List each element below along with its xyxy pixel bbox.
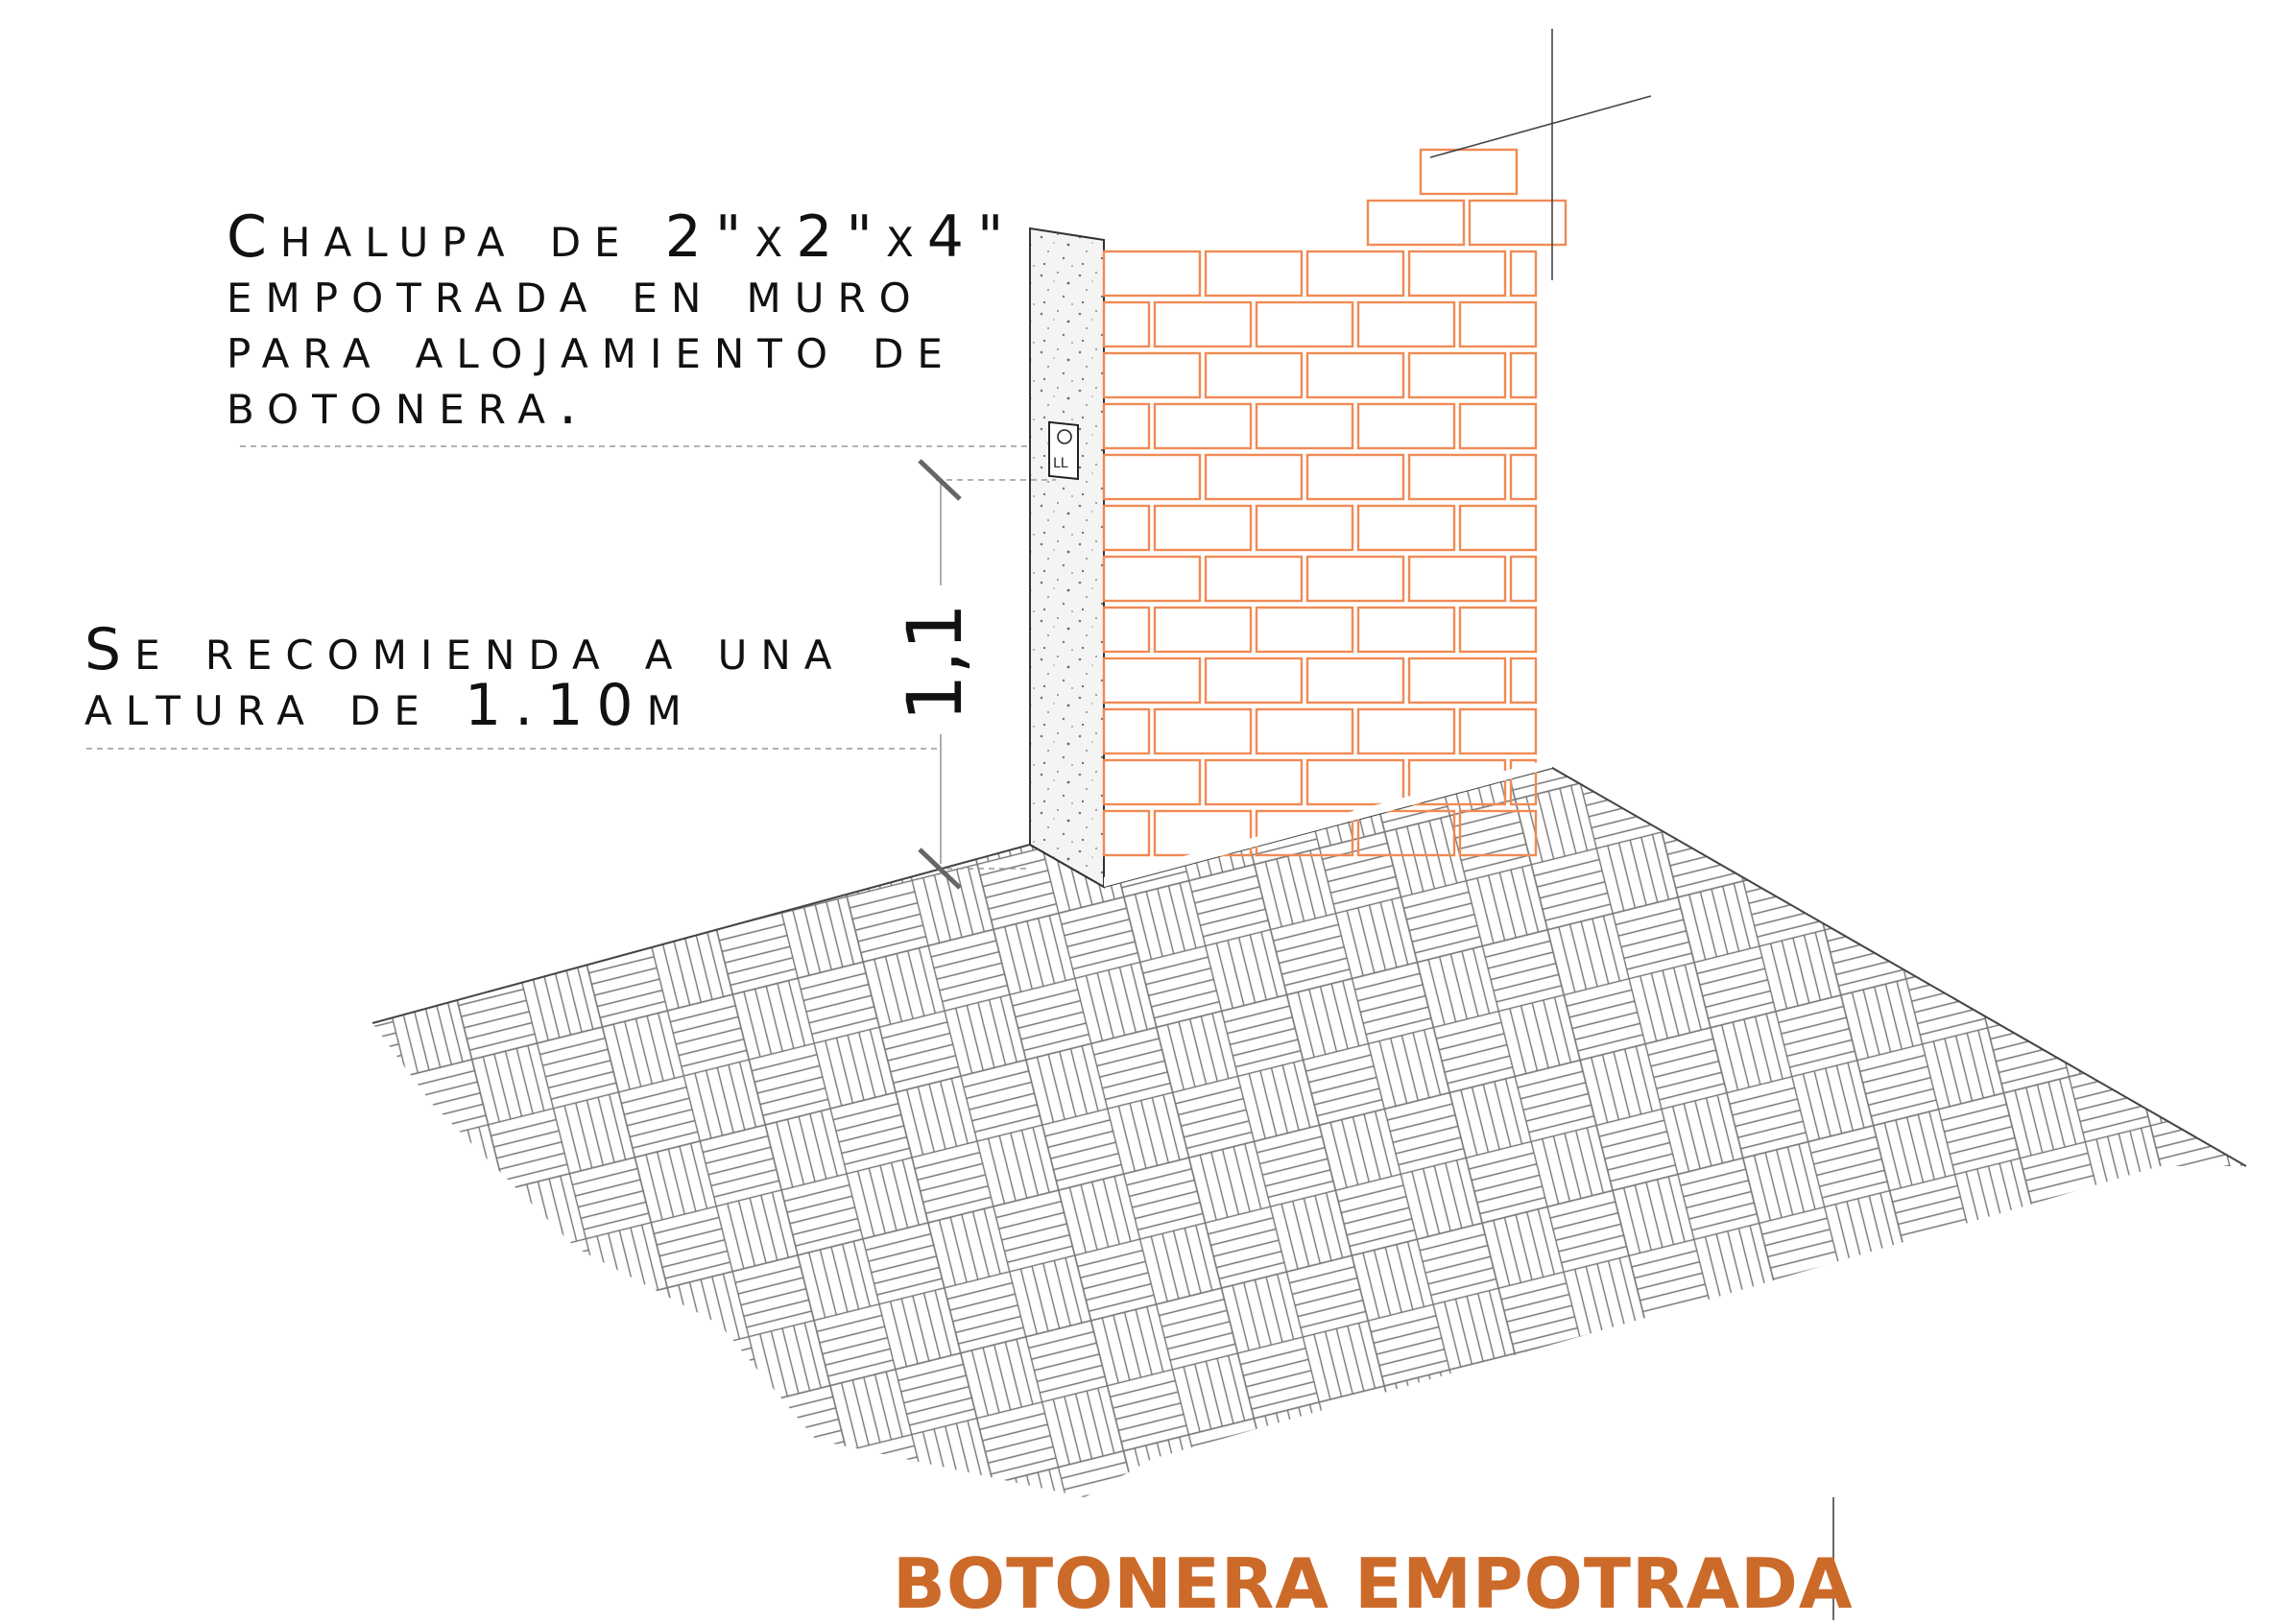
brick	[1305, 250, 1405, 298]
brick	[1305, 351, 1405, 399]
dimension-label: 1,1	[893, 602, 979, 723]
brick	[1102, 402, 1151, 450]
brick	[1407, 758, 1507, 806]
brick	[1356, 707, 1456, 755]
height-dimension	[86, 445, 1056, 890]
switch-plate: LL	[1048, 420, 1079, 481]
brick	[1153, 606, 1253, 654]
brick	[1509, 555, 1538, 603]
brick	[1102, 504, 1151, 552]
brick	[1102, 351, 1202, 399]
brick	[1509, 453, 1538, 501]
brick	[1153, 504, 1253, 552]
concrete-column	[1029, 227, 1105, 889]
brick	[1458, 504, 1538, 552]
brick	[1356, 402, 1456, 450]
brick	[1356, 809, 1456, 857]
brick	[1419, 148, 1519, 196]
brick	[1509, 351, 1538, 399]
note-recommended-height: Se recomienda a una altura de 1.10m	[84, 616, 846, 739]
brick	[1204, 758, 1304, 806]
brick	[1407, 250, 1507, 298]
brick	[1255, 606, 1354, 654]
note-line: para alojamiento de	[227, 315, 956, 382]
brick	[1102, 300, 1151, 348]
parquet-floor	[371, 766, 2247, 1497]
brick	[1204, 250, 1304, 298]
brick	[1305, 758, 1405, 806]
brick	[1305, 453, 1405, 501]
brick	[1204, 453, 1304, 501]
brick	[1509, 758, 1538, 806]
brick	[1153, 300, 1253, 348]
brick	[1102, 453, 1202, 501]
brick	[1509, 657, 1538, 705]
brick	[1356, 300, 1456, 348]
note-line: empotrada en muro	[227, 259, 924, 326]
note-line: Se recomienda a una	[84, 616, 846, 683]
brick	[1153, 707, 1253, 755]
brick	[1204, 351, 1304, 399]
brick	[1509, 250, 1538, 298]
brick	[1102, 250, 1202, 298]
note-box-specification: Chalupa de 2"x2"x4" empotrada en muro pa…	[227, 203, 1017, 438]
brick	[1458, 402, 1538, 450]
brick	[1102, 758, 1202, 806]
brick	[1255, 402, 1354, 450]
brick	[1153, 402, 1253, 450]
drawing-title: BOTONERA EMPOTRADA	[893, 1543, 1854, 1624]
wall-base	[1104, 758, 1552, 887]
brick	[1255, 707, 1354, 755]
brick	[1102, 606, 1151, 654]
brick	[1458, 809, 1538, 857]
brick	[1407, 555, 1507, 603]
brick	[1255, 809, 1354, 857]
brick	[1255, 504, 1354, 552]
brick	[1255, 300, 1354, 348]
brick	[1305, 555, 1405, 603]
brick	[1356, 606, 1456, 654]
brick	[1102, 555, 1202, 603]
construction-lines	[1429, 29, 1834, 1620]
note-line: Chalupa de 2"x2"x4"	[227, 203, 1017, 271]
switch-plate-label: LL	[1053, 456, 1068, 471]
brick	[1366, 199, 1466, 247]
brick	[1102, 809, 1151, 857]
brick	[1407, 351, 1507, 399]
brick	[1458, 300, 1538, 348]
brick	[1356, 504, 1456, 552]
note-line: botonera.	[227, 370, 591, 438]
brick	[1102, 657, 1202, 705]
brick	[1102, 707, 1151, 755]
brick	[1407, 453, 1507, 501]
brick	[1204, 657, 1304, 705]
brick	[1407, 657, 1507, 705]
note-line: altura de 1.10m	[84, 672, 695, 739]
brick	[1468, 199, 1568, 247]
brick	[1458, 606, 1538, 654]
brick	[1204, 555, 1304, 603]
brick	[1458, 707, 1538, 755]
brick	[1305, 657, 1405, 705]
brick-wall	[1102, 148, 1568, 887]
